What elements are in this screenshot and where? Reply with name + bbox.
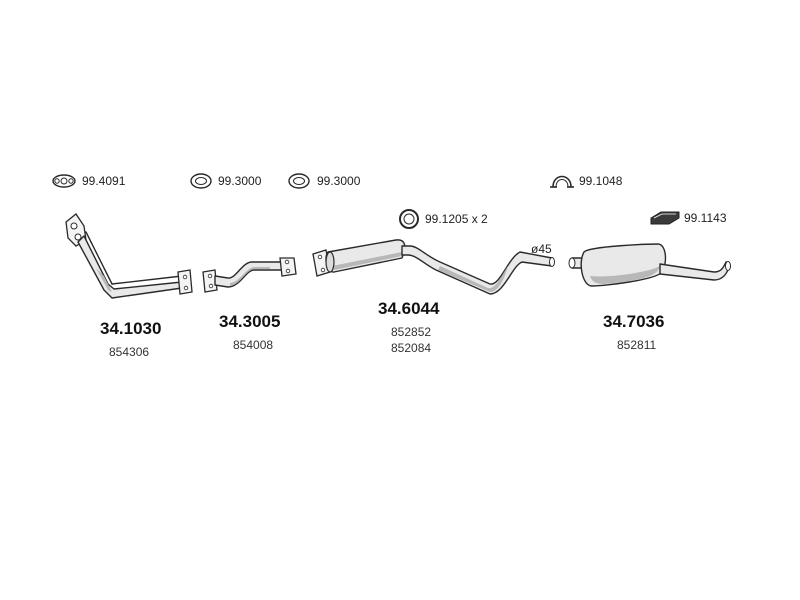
diameter-label: ø45 [531,242,552,256]
hardware-code-99-4091: 99.4091 [82,174,126,188]
middle-silencer-icon [312,239,555,295]
sealing-ring-icon [190,173,212,189]
part-number-34-1030: 34.1030 [100,319,161,338]
sealing-ring-icon [288,173,310,189]
part-number-34-7036: 34.7036 [603,312,664,331]
hardware-code-99-1205-x2: 99.1205 x 2 [425,212,488,226]
hardware-code-99-1048: 99.1048 [579,174,623,188]
part-number-34-3005: 34.3005 [219,312,280,331]
intermediate-pipe-icon [202,257,297,293]
oe-number-852811: 852811 [617,338,656,352]
oval-gasket-icon [52,174,76,188]
rubber-ring-icon [399,209,419,229]
hardware-code-99-3000-a: 99.3000 [218,174,262,188]
clamp-icon [550,175,574,188]
oe-number-854008: 854008 [233,338,273,352]
rubber-mount-icon [650,211,680,225]
part-number-34-6044: 34.6044 [378,299,440,318]
front-pipe-icon [65,213,193,299]
hardware-code-99-3000-b: 99.3000 [317,174,361,188]
rear-silencer-icon [568,243,731,287]
oe-number-852084: 852084 [391,341,431,355]
hardware-code-99-1143: 99.1143 [684,211,727,225]
oe-number-854306: 854306 [109,345,149,359]
oe-number-852852: 852852 [391,325,431,339]
